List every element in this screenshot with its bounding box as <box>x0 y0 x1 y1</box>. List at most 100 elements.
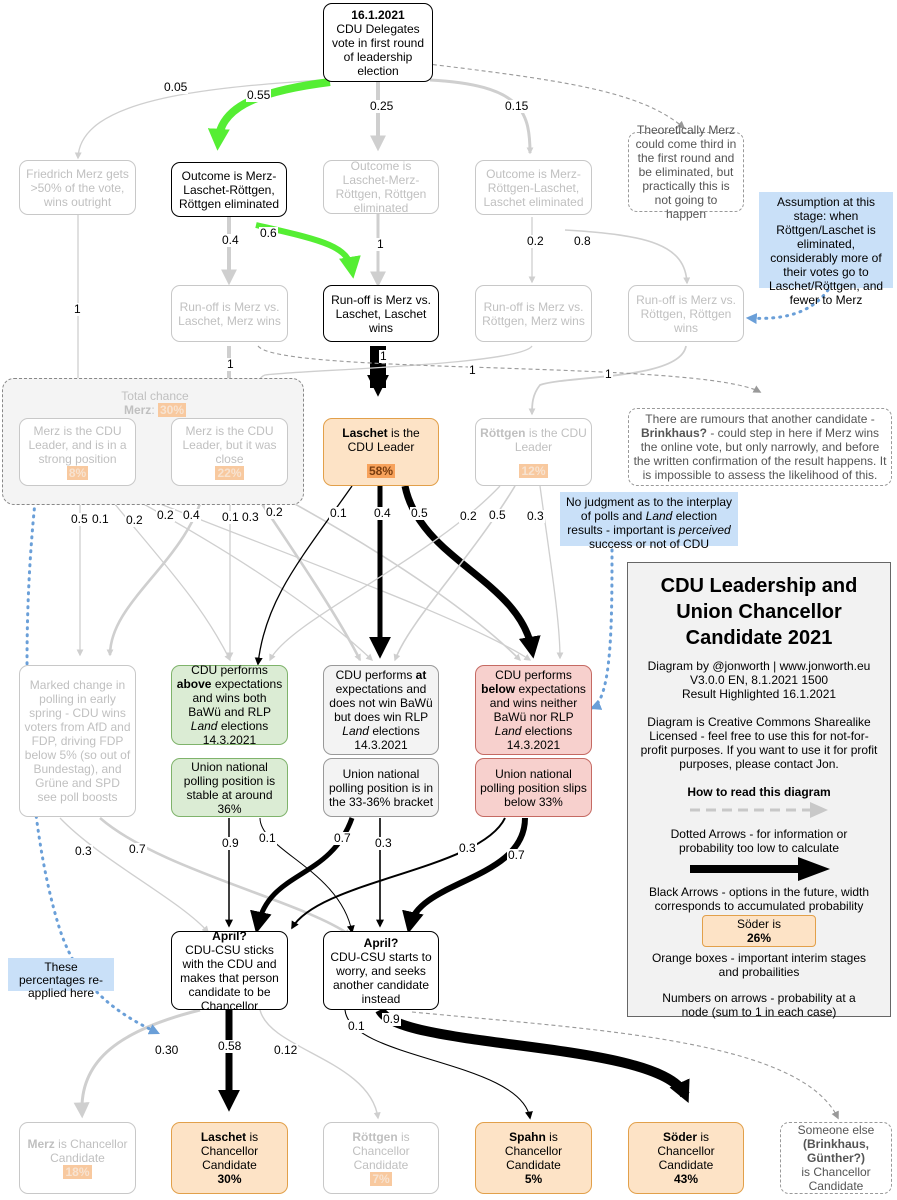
edge-label: 0.9 <box>382 1012 401 1026</box>
edge-label: 0.2 <box>156 508 175 522</box>
cdu-above-expectations-node: CDU performs above expectations and wins… <box>171 663 288 747</box>
someone-else-candidate-node: Someone else(Brinkhaus, Günther?)is Chan… <box>780 1122 892 1194</box>
edge-mrl-to-runoff-rottgen <box>564 229 691 285</box>
polling-bracket-node: Union national polling position is in th… <box>323 758 439 817</box>
edge-label: 0.1 <box>347 1019 366 1033</box>
edge-label: 0.12 <box>273 1043 299 1057</box>
pointer-judgment <box>589 548 614 710</box>
edge-label: 0.5 <box>488 508 507 522</box>
polling-slips-node: Union national polling position slips be… <box>475 758 592 817</box>
edge-label: 1 <box>226 357 235 371</box>
runoff-merz-laschet-laschet-wins-node: Run-off is Merz vs. Laschet, Laschet win… <box>323 285 439 342</box>
legend-orange: Orange boxes - important interim stages … <box>651 951 867 979</box>
edge-label: 0.2 <box>265 505 284 519</box>
theoretical-note-node: Theoretically Merz could come third in t… <box>628 123 744 221</box>
edge-label: 0.1 <box>258 831 277 845</box>
polling-stable-node: Union national polling position is stabl… <box>171 758 288 817</box>
edge-merzclose-to-below <box>261 485 521 661</box>
pointer-assumption <box>745 288 830 325</box>
edge-merzstrong-to-above <box>99 485 231 662</box>
edge-start-to-out-mlr <box>207 78 331 151</box>
edge-label: 1 <box>376 237 385 251</box>
legend-version: V3.0.0 EN, 8.1.2021 1500 <box>689 673 829 687</box>
edge-label: 0.8 <box>573 234 592 248</box>
edge-label: 0.7 <box>507 848 526 862</box>
legend-black-arrow-sample <box>690 857 830 881</box>
edge-label: 0.3 <box>526 509 545 523</box>
edge-label: 1 <box>468 363 477 377</box>
edge-label: 0.9 <box>221 836 240 850</box>
polling-change-node: Marked change in polling in early spring… <box>19 665 136 817</box>
judgment-note: No judgment as to the interplay of polls… <box>560 492 738 551</box>
edge-start-to-out-mrl <box>429 78 534 155</box>
legend-title: CDU Leadership and Union Chancellor Cand… <box>660 575 858 649</box>
merz-close-leader-node: Merz is the CDU Leader, but it was close… <box>171 418 288 486</box>
pointer-reapplied <box>25 500 160 1035</box>
legend-panel: CDU Leadership and Union Chancellor Cand… <box>627 562 891 1019</box>
april-worry-node: April?CDU-CSU starts to worry, and seeks… <box>323 931 439 1010</box>
edge-label: 0.58 <box>217 1039 243 1053</box>
edge-label: 0.3 <box>241 510 260 524</box>
edge-label: 0.3 <box>458 841 477 855</box>
outcome-laschet-merz-rottgen-node: Outcome is Laschet-Merz-Röttgen, Röttgen… <box>323 159 439 215</box>
rottgen-leader-node: Röttgen is the CDU Leader 12% <box>475 418 592 486</box>
april-sticks-node: April?CDU-CSU sticks with the CDU and ma… <box>171 929 288 1013</box>
legend-result: Result Highlighted 16.1.2021 <box>681 687 837 701</box>
legend-dotted-arrow-sample <box>690 802 828 818</box>
edge-label: 0.7 <box>333 831 352 845</box>
rumours-note-node: There are rumours that another candidate… <box>628 408 892 486</box>
merz-outright-node: Friedrich Merz gets >50% of the vote, wi… <box>19 160 136 215</box>
cdu-below-expectations-node: CDU performs below expectations and wins… <box>475 665 592 755</box>
edge-runoff-rottgen-to-rottgen-leader <box>528 345 687 416</box>
runoff-merz-rottgen-rottgen-wins-node: Run-off is Merz vs. Röttgen, Röttgen win… <box>628 285 744 342</box>
outcome-merz-laschet-rottgen-node: Outcome is Merz-Laschet-Röttgen, Röttgen… <box>171 162 287 217</box>
edge-polling-to-sticks <box>59 817 209 934</box>
edge-start-to-theoretical <box>411 61 686 130</box>
edge-sticks-to-rottgen-cand <box>259 1009 381 1120</box>
assumption-note: Assumption at this stage: when Röttgen/L… <box>759 192 893 307</box>
legend-credit: Diagram by @jonworth | www.jonworth.eu <box>647 659 871 673</box>
edge-label: 0.3 <box>74 844 93 858</box>
legend-dotted: Dotted Arrows - for information or proba… <box>670 827 848 855</box>
edge-label: 0.5 <box>70 512 89 526</box>
edge-label: 0.7 <box>128 842 147 856</box>
edge-label: 0.15 <box>504 99 530 113</box>
edge-label: 0.25 <box>369 99 395 113</box>
legend-how-to: How to read this diagram <box>687 785 831 799</box>
edge-slips-to-worry <box>402 817 528 934</box>
edge-label: 0.2 <box>459 509 478 523</box>
edge-worry-to-someone-else <box>411 1011 839 1120</box>
edge-label: 0.6 <box>259 226 278 240</box>
edge-label: 0.5 <box>410 506 429 520</box>
edge-label: 0.4 <box>182 508 201 522</box>
legend-numbers: Numbers on arrows - probability at a nod… <box>662 991 856 1019</box>
edge-label: 0.1 <box>221 510 240 524</box>
runoff-merz-laschet-merz-wins-node: Run-off is Merz vs. Laschet, Merz wins <box>171 285 288 342</box>
edge-label: 0.05 <box>163 80 189 94</box>
cdu-at-expectations-node: CDU performs at expectations and does no… <box>323 665 439 755</box>
edge-label: 0.2 <box>125 513 144 527</box>
edge-label: 1 <box>379 349 388 363</box>
edge-label: 1 <box>604 367 613 381</box>
legend-license: Diagram is Creative Commons Sharealike L… <box>640 715 878 771</box>
edge-label: 0.4 <box>373 506 392 520</box>
merz-strong-leader-node: Merz is the CDU Leader, and is in a stro… <box>19 418 136 486</box>
edge-label: 0.55 <box>246 88 272 102</box>
edge-slips-to-sticks <box>291 817 506 930</box>
edge-label: 1 <box>73 302 82 316</box>
edge-stable-to-worry <box>259 817 355 934</box>
edge-runoff-to-rumours <box>257 345 762 393</box>
edge-label: 0.30 <box>154 1043 180 1057</box>
reapplied-note: These percentages re-applied here <box>8 958 114 1000</box>
edge-start-to-outright <box>74 79 323 160</box>
edge-label: 0.2 <box>526 234 545 248</box>
edge-label: 0.3 <box>374 836 393 850</box>
legend-black: Black Arrows - options in the future, wi… <box>648 885 870 913</box>
